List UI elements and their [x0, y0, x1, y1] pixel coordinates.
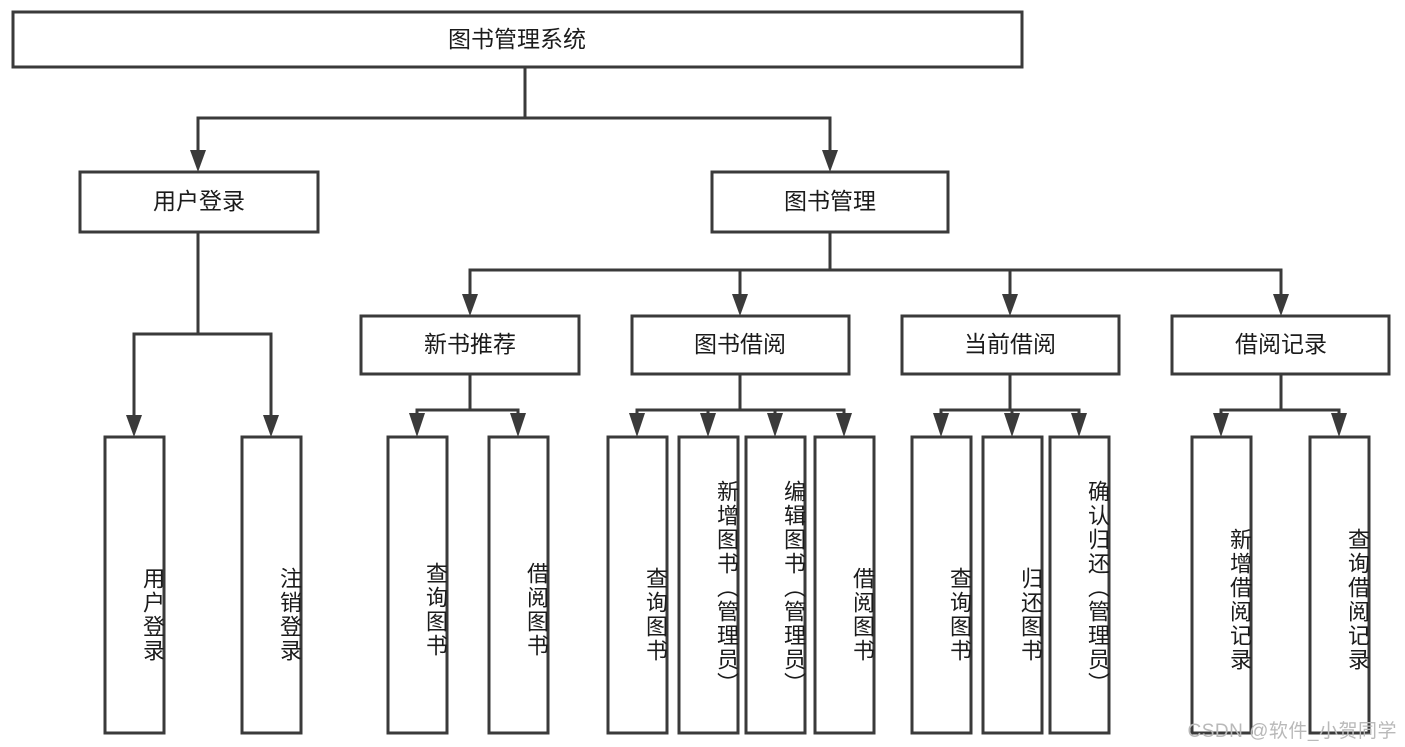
node-leaf-edit-book-admin-box[interactable] [744, 435, 807, 735]
node-leaf-confirm-return-admin-box[interactable] [1048, 435, 1111, 735]
node-leaf-add-borrow-record-box[interactable] [1190, 435, 1253, 735]
node-leaf-borrow-book-box[interactable] [813, 435, 876, 735]
node-leaf-add-book-admin-box[interactable] [677, 435, 740, 735]
arrow-to-leaf-query-book-current [933, 413, 949, 437]
node-book-borrow[interactable]: 图书借阅 [630, 314, 851, 376]
node-user-login[interactable]: 用户登录 [78, 170, 320, 234]
csdn-watermark: CSDN @软件_小贺同学 [1187, 721, 1397, 742]
node-leaf-return-book-box[interactable] [981, 435, 1044, 735]
node-book-manage-box[interactable] [710, 170, 950, 234]
arrow-to-leaf-borrow-book [836, 413, 852, 437]
connector-group [126, 65, 1347, 437]
node-book-manage-label: 图书管理 [784, 188, 876, 214]
node-new-book-recommend-box[interactable] [359, 314, 581, 376]
node-leaf-query-book-borrow-box[interactable] [606, 435, 669, 735]
arrow-to-book-borrow [732, 294, 748, 316]
arrow-root-to-user-login [190, 150, 206, 172]
node-book-borrow-label: 图书借阅 [694, 331, 786, 357]
arrow-root-to-book-manage [822, 150, 838, 172]
node-new-book-recommend-label: 新书推荐 [424, 331, 516, 357]
leaf-box-group [103, 435, 1371, 735]
arrow-to-current-borrow [1002, 294, 1018, 316]
node-leaf-borrow-book-recommend-box[interactable] [487, 435, 550, 735]
node-leaf-query-book-current-box[interactable] [910, 435, 973, 735]
node-borrow-record[interactable]: 借阅记录 [1170, 314, 1391, 376]
arrow-to-leaf-query-book-borrow [629, 413, 645, 437]
arrow-to-leaf-query-book-recommend [409, 413, 425, 437]
node-user-login-label: 用户登录 [153, 188, 245, 214]
arrow-to-leaf-borrow-book-recommend [510, 413, 526, 437]
node-user-login-box[interactable] [78, 170, 320, 234]
node-current-borrow-box[interactable] [900, 314, 1121, 376]
arrow-to-leaf-add-book-admin [700, 413, 716, 437]
node-root[interactable]: 图书管理系统 [11, 10, 1024, 69]
node-leaf-user-logout-box[interactable] [240, 435, 303, 735]
node-current-borrow[interactable]: 当前借阅 [900, 314, 1121, 376]
node-borrow-record-box[interactable] [1170, 314, 1391, 376]
arrow-to-leaf-query-borrow-record [1331, 413, 1347, 437]
arrow-to-leaf-add-borrow-record [1213, 413, 1229, 437]
node-current-borrow-label: 当前借阅 [964, 331, 1056, 357]
node-borrow-record-label: 借阅记录 [1235, 331, 1327, 357]
arrow-to-borrow-record [1273, 294, 1289, 316]
node-root-box[interactable] [11, 10, 1024, 69]
node-leaf-query-borrow-record-box[interactable] [1308, 435, 1371, 735]
node-root-label: 图书管理系统 [448, 26, 586, 52]
arrow-to-leaf-confirm-return-admin [1071, 413, 1087, 437]
arrow-to-new-book-recommend [462, 294, 478, 316]
arrow-to-leaf-user-login [126, 415, 142, 437]
arrow-to-leaf-user-logout [263, 415, 279, 437]
node-leaf-user-login-box[interactable] [103, 435, 166, 735]
arrow-to-leaf-edit-book-admin [767, 413, 783, 437]
node-new-book-recommend[interactable]: 新书推荐 [359, 314, 581, 376]
node-leaf-query-book-recommend-box[interactable] [386, 435, 449, 735]
node-book-borrow-box[interactable] [630, 314, 851, 376]
node-book-manage[interactable]: 图书管理 [710, 170, 950, 234]
arrow-to-leaf-return-book [1004, 413, 1020, 437]
